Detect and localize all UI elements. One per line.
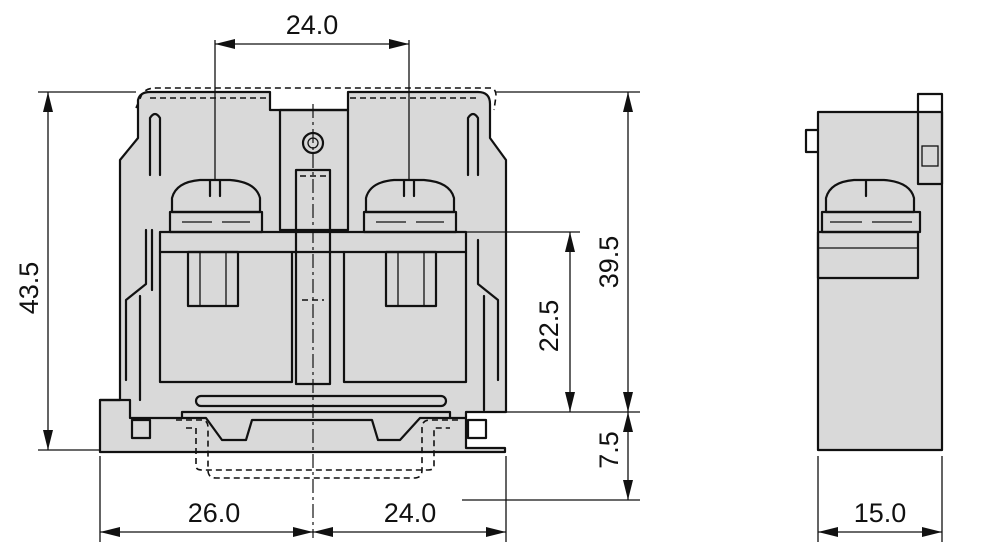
side-clamp [816,230,920,280]
right-shank-thread [397,252,425,306]
dim-right-width: 24.0 [384,498,437,528]
side-tab [804,128,820,154]
right-clamp-cage [342,250,468,384]
left-screw-slot [208,179,222,198]
side-screw-head [824,178,916,214]
left-shank-thread [199,252,227,306]
dim-total-height: 43.5 [14,262,44,315]
foot-square-right [466,418,488,440]
right-screw-head [364,178,456,214]
dimension-lines [38,39,943,542]
side-view [804,92,944,452]
right-screw-slot [402,179,416,198]
right-latch-slot [466,112,480,177]
left-screw-shank [186,250,240,308]
left-profile [124,228,154,402]
top-cover-dashed [135,87,497,111]
right-profile [476,238,500,412]
side-top-flange [916,92,944,186]
left-screw-head [170,178,262,214]
lower-rib [194,394,448,408]
side-top-flange-slot [921,145,939,167]
dim-left-width: 26.0 [188,498,241,528]
dim-body-height: 39.5 [594,236,624,289]
right-screw-washer [362,210,458,234]
front-view [98,87,508,538]
foot-square-left [130,418,152,440]
left-latch-slot [148,112,162,177]
side-body [816,110,944,452]
left-screw-washer [168,210,264,234]
din-rail-dashed [176,419,460,479]
right-screw-shank [384,250,438,308]
dim-rail-offset: 7.5 [594,431,624,469]
dim-side-width: 15.0 [854,498,907,528]
din-foot-left [180,416,452,442]
center-spine [278,108,350,232]
dim-screw-spacing: 24.0 [286,10,339,40]
left-clamp-cage [158,250,294,384]
dim-clamp-height: 22.5 [534,300,564,353]
